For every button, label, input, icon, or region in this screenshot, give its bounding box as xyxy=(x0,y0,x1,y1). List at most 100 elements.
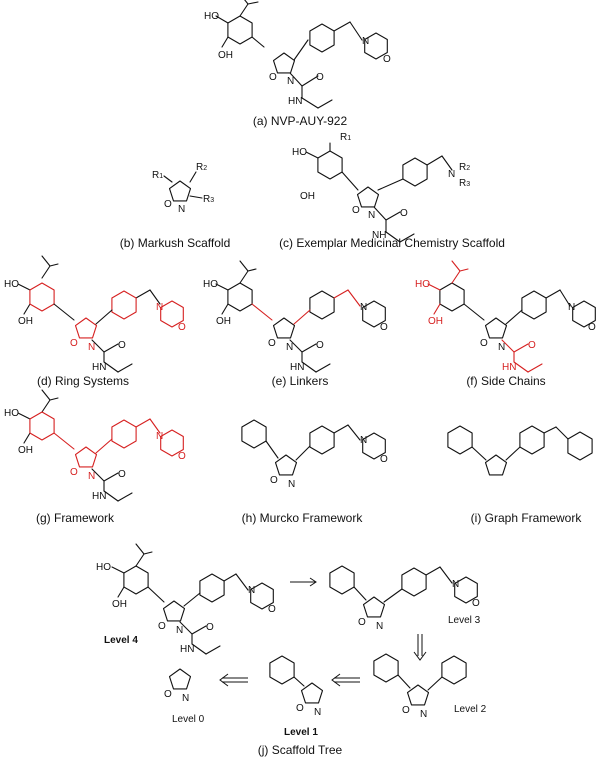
atom-n: N xyxy=(182,693,189,704)
atom-o: O xyxy=(268,338,276,349)
atom-o: O xyxy=(164,689,172,700)
atom-oh: OH xyxy=(218,50,233,61)
molecule-graph-framework: (i) Graph Framework xyxy=(447,425,593,525)
atom-n: N xyxy=(362,36,369,47)
atom-hn: HN xyxy=(92,491,106,502)
atom-o: O xyxy=(380,454,388,465)
atom-o: O xyxy=(400,208,408,219)
atom-ho: HO xyxy=(96,562,111,573)
atom-r3: R3 xyxy=(459,178,470,189)
atom-n: N xyxy=(156,302,163,313)
level-3-label: Level 3 xyxy=(448,615,481,626)
atom-hn: HN xyxy=(288,96,302,107)
caption-c: (c) Exemplar Medicinal Chemistry Scaffol… xyxy=(279,236,505,250)
molecule-exemplar-scaffold: R1 HO OH N R2 R3 O N O NH (c) Exemplar M… xyxy=(279,132,505,250)
atom-o: O xyxy=(380,322,388,333)
atom-n: N xyxy=(287,76,294,87)
atom-n: N xyxy=(314,707,321,718)
atom-ho: HO xyxy=(203,279,218,290)
arrow-down xyxy=(413,634,427,661)
atom-o: O xyxy=(316,340,324,351)
caption-e: (e) Linkers xyxy=(272,374,329,388)
atom-o: O xyxy=(270,475,278,486)
atom-n: N xyxy=(452,579,459,590)
atom-r2: R2 xyxy=(459,162,470,173)
atom-n: N xyxy=(360,302,367,313)
scaffold-tree-level-3: O N N O Level 3 xyxy=(329,565,481,632)
atom-o: O xyxy=(118,340,126,351)
atom-o: O xyxy=(164,199,172,210)
caption-h: (h) Murcko Framework xyxy=(242,511,364,525)
atom-n: N xyxy=(568,302,575,313)
atom-o: O xyxy=(383,54,391,65)
scaffold-tree-level-4: HO OH O N O HN N O Level 4 xyxy=(96,543,276,655)
level-2-label: Level 2 xyxy=(454,704,487,715)
atom-o: O xyxy=(206,622,214,633)
atom-o: O xyxy=(178,322,186,333)
atom-o: O xyxy=(588,322,596,333)
atom-o: O xyxy=(358,617,366,628)
arrow-right xyxy=(290,577,317,587)
caption-j: (j) Scaffold Tree xyxy=(258,743,343,757)
atom-n: N xyxy=(498,342,505,353)
atom-n: N xyxy=(288,479,295,490)
atom-n: N xyxy=(248,585,255,596)
atom-n: N xyxy=(178,204,185,215)
atom-r2: R2 xyxy=(196,162,207,173)
arrow-left xyxy=(219,673,248,687)
atom-nh: NH xyxy=(372,230,386,241)
caption-d: (d) Ring Systems xyxy=(37,374,129,388)
atom-ho: HO xyxy=(4,279,19,290)
molecule-murcko-framework: O N N O (h) Murcko Framework xyxy=(241,419,388,525)
atom-o: O xyxy=(178,451,186,462)
scaffold-tree: HO OH O N O HN N O Level 4 xyxy=(96,543,487,757)
atom-n: N xyxy=(286,342,293,353)
scaffold-tree-level-1: O N Level 1 xyxy=(269,655,324,738)
atom-oh: OH xyxy=(18,316,33,327)
atom-o: O xyxy=(352,205,360,216)
atom-n: N xyxy=(448,169,455,180)
molecule-framework: HO OH O N O HN N O (g) Framework xyxy=(4,389,186,525)
atom-oh: OH xyxy=(216,316,231,327)
atom-hn: HN xyxy=(92,362,106,373)
atom-n: N xyxy=(88,471,95,482)
atom-o: O xyxy=(70,467,78,478)
atom-hn: HN xyxy=(290,362,304,373)
molecule-markush-scaffold: R1 R2 R3 O N (b) Markush Scaffold xyxy=(120,162,231,250)
atom-o: O xyxy=(296,703,304,714)
atom-o: O xyxy=(268,604,276,615)
atom-o: O xyxy=(402,705,410,716)
atom-n: N xyxy=(420,709,427,720)
atom-oh: OH xyxy=(428,316,443,327)
caption-a: (a) NVP-AUY-922 xyxy=(253,114,348,128)
atom-ho: HO xyxy=(415,279,430,290)
scaffold-tree-level-2: O N Level 2 xyxy=(373,653,487,720)
atom-n: N xyxy=(156,431,163,442)
atom-hn: HN xyxy=(180,644,194,655)
molecule-linkers: HO OH O N O HN N O (e) Linkers xyxy=(203,260,388,388)
level-0-label: Level 0 xyxy=(172,714,205,725)
atom-ho: HO xyxy=(4,408,19,419)
atom-n: N xyxy=(376,621,383,632)
atom-hn: HN xyxy=(502,362,516,373)
atom-o: O xyxy=(528,340,536,351)
atom-oh: OH xyxy=(112,599,127,610)
atom-o: O xyxy=(118,469,126,480)
caption-f: (f) Side Chains xyxy=(466,374,545,388)
atom-ho: HO xyxy=(204,11,219,22)
atom-ho: HO xyxy=(292,147,307,158)
atom-o: O xyxy=(269,72,277,83)
atom-o: O xyxy=(316,72,324,83)
molecule-side-chains: HO OH O N O HN N O (f) Side Chains xyxy=(415,260,596,388)
arrow-left xyxy=(331,673,360,687)
atom-r1: R1 xyxy=(340,132,351,143)
molecule-ring-systems: HO OH O N O HN N O (d) Ring Systems xyxy=(4,255,186,388)
atom-o: O xyxy=(480,338,488,349)
atom-oh: OH xyxy=(18,445,33,456)
atom-n: N xyxy=(176,625,183,636)
caption-i: (i) Graph Framework xyxy=(471,511,583,525)
level-4-label: Level 4 xyxy=(104,635,138,646)
scaffold-tree-level-0: O N Level 0 xyxy=(164,668,205,725)
caption-g: (g) Framework xyxy=(36,511,115,525)
